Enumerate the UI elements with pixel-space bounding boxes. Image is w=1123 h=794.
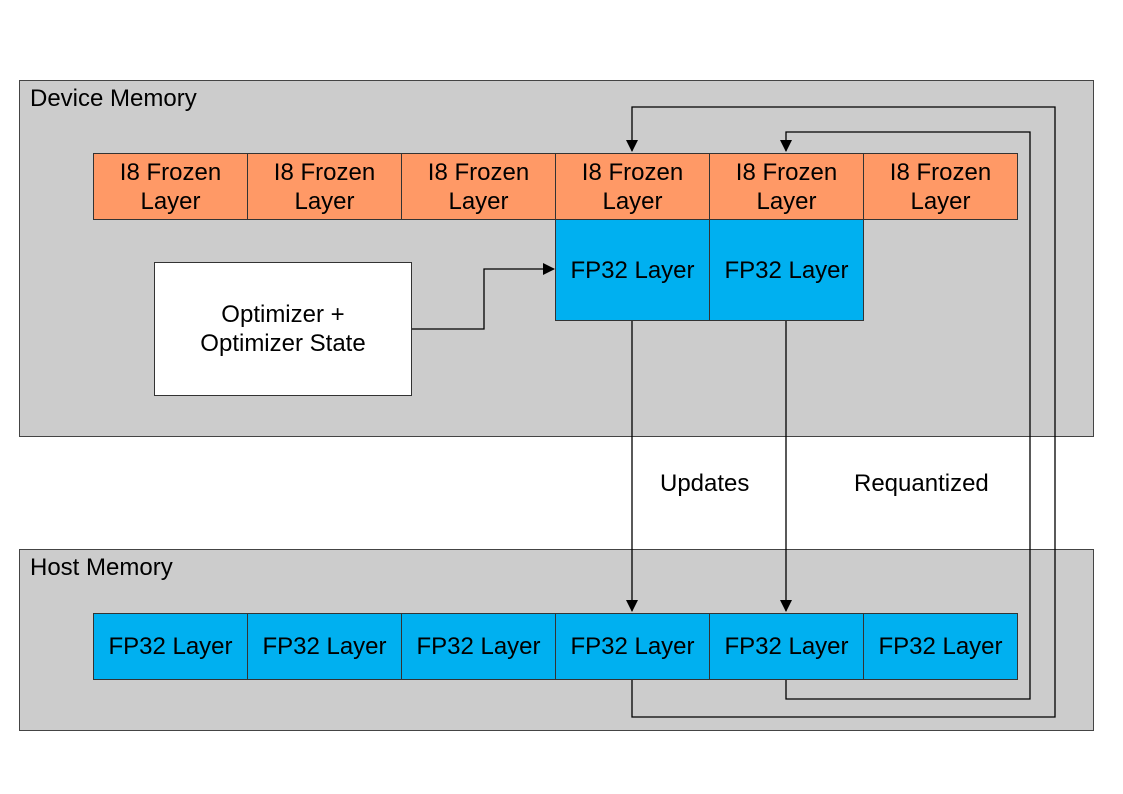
optimizer-box: Optimizer + Optimizer State <box>154 262 412 396</box>
device-frozen-layer-5: I8 Frozen Layer <box>709 153 864 220</box>
device-frozen-layer-1: I8 Frozen Layer <box>93 153 248 220</box>
device-frozen-layer-2: I8 Frozen Layer <box>247 153 402 220</box>
device-memory-title: Device Memory <box>30 85 197 112</box>
device-frozen-layer-4: I8 Frozen Layer <box>555 153 710 220</box>
requantized-label: Requantized <box>854 470 989 497</box>
host-fp32-layer-5: FP32 Layer <box>709 613 864 680</box>
updates-label: Updates <box>660 470 750 497</box>
device-frozen-layer-3: I8 Frozen Layer <box>401 153 556 220</box>
host-fp32-layer-4: FP32 Layer <box>555 613 710 680</box>
host-fp32-layer-2: FP32 Layer <box>247 613 402 680</box>
device-fp32-layer-2: FP32 Layer <box>709 219 864 321</box>
host-memory-title: Host Memory <box>30 554 173 581</box>
device-frozen-layer-6: I8 Frozen Layer <box>863 153 1018 220</box>
device-fp32-layer-1: FP32 Layer <box>555 219 710 321</box>
host-fp32-layer-6: FP32 Layer <box>863 613 1018 680</box>
host-fp32-layer-3: FP32 Layer <box>401 613 556 680</box>
host-fp32-layer-1: FP32 Layer <box>93 613 248 680</box>
